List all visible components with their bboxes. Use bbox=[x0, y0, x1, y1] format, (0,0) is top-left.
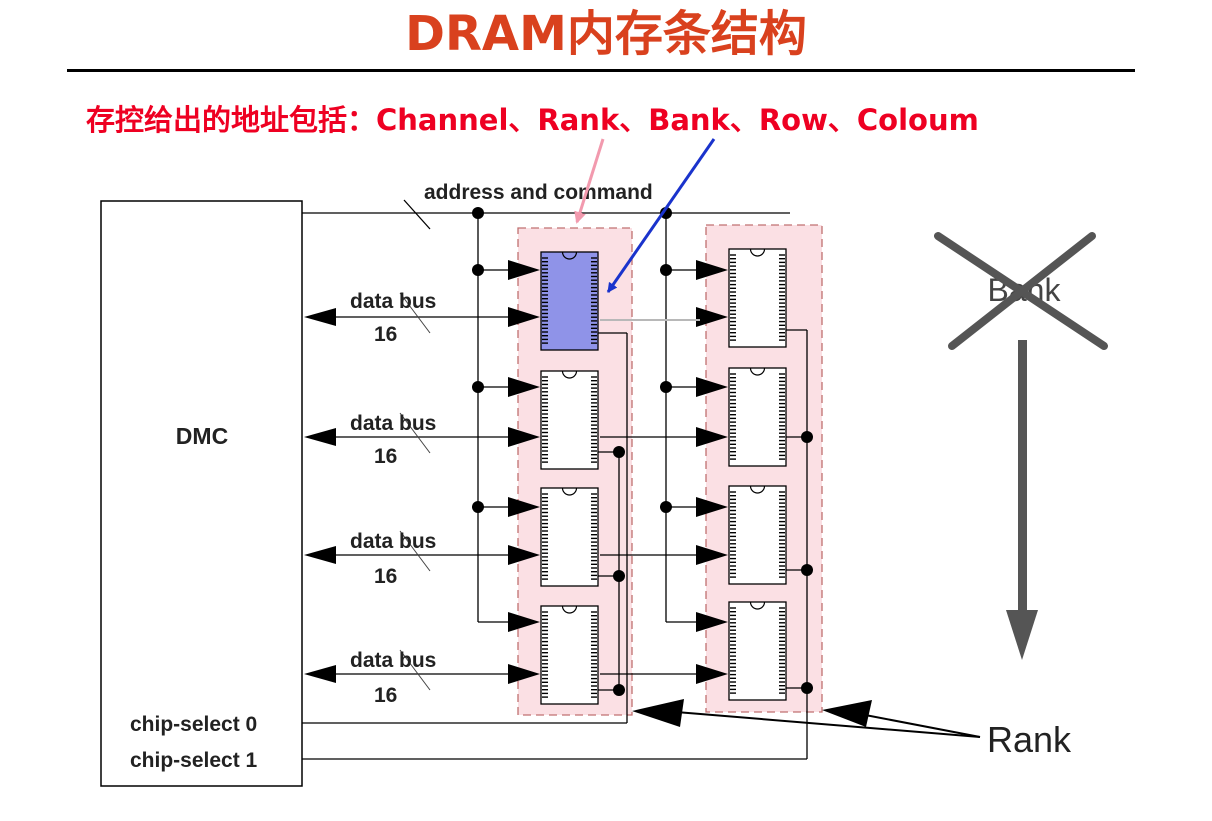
chip-select-junctions bbox=[613, 431, 813, 696]
data-bus-label: data bus bbox=[350, 290, 436, 313]
dram-chip-rank1-3 bbox=[728, 601, 787, 701]
rank-label: Rank bbox=[987, 719, 1072, 760]
chip-select-0-label: chip-select 0 bbox=[130, 713, 257, 736]
dram-chip-rank0-0 bbox=[540, 251, 599, 351]
title-divider bbox=[67, 69, 1135, 72]
rank-arrow-head-icon bbox=[822, 700, 872, 727]
data-bus-width: 16 bbox=[374, 565, 397, 588]
dram-chip-rank0-2 bbox=[540, 487, 599, 587]
dmc-box bbox=[100, 200, 303, 787]
cross-out-icon bbox=[934, 232, 1108, 350]
dmc-label: DMC bbox=[176, 423, 228, 449]
rank-arrow-head-icon bbox=[632, 699, 684, 727]
address-bus bbox=[302, 199, 790, 622]
data-bus-label: data bus bbox=[350, 649, 436, 672]
dram-chips bbox=[540, 248, 787, 705]
address-bus-label: address and command bbox=[424, 181, 653, 204]
rank-pointer-arrow bbox=[574, 138, 605, 224]
data-bus-width: 16 bbox=[374, 445, 397, 468]
dram-chip-rank1-2 bbox=[728, 485, 787, 585]
data-buses: data bus 16 data bus 16 data bus 16 data bus 16 bbox=[304, 290, 728, 707]
data-bus-2: data bus 16 bbox=[304, 530, 728, 588]
data-bus-0: data bus 16 bbox=[304, 290, 728, 346]
down-arrow-head-icon bbox=[1006, 610, 1038, 660]
bank-pointer-arrow bbox=[606, 138, 716, 293]
slide-title: DRAM内存条结构 bbox=[405, 6, 807, 62]
dram-chip-rank0-1 bbox=[540, 370, 599, 470]
data-bus-1: data bus 16 bbox=[304, 412, 728, 468]
address-stubs-rank-0 bbox=[472, 260, 540, 632]
rank-pointer-lines bbox=[675, 711, 981, 738]
dram-chip-rank0-3 bbox=[540, 605, 599, 705]
data-bus-label: data bus bbox=[350, 412, 436, 435]
chip-select-1-label: chip-select 1 bbox=[130, 749, 258, 772]
data-bus-width: 16 bbox=[374, 684, 397, 707]
address-stubs-rank-1 bbox=[660, 260, 728, 632]
down-arrow-shaft bbox=[1018, 340, 1027, 615]
chip-select-lines bbox=[302, 329, 808, 760]
data-bus-label: data bus bbox=[350, 530, 436, 553]
dram-chip-rank1-1 bbox=[728, 367, 787, 467]
address-fields-caption: 存控给出的地址包括：Channel、Rank、Bank、Row、Coloum bbox=[86, 103, 979, 137]
address-bus-junction bbox=[472, 207, 484, 219]
data-bus-width: 16 bbox=[374, 323, 397, 346]
data-bus-3: data bus 16 bbox=[304, 649, 728, 707]
dram-chip-rank1-0 bbox=[728, 248, 787, 348]
